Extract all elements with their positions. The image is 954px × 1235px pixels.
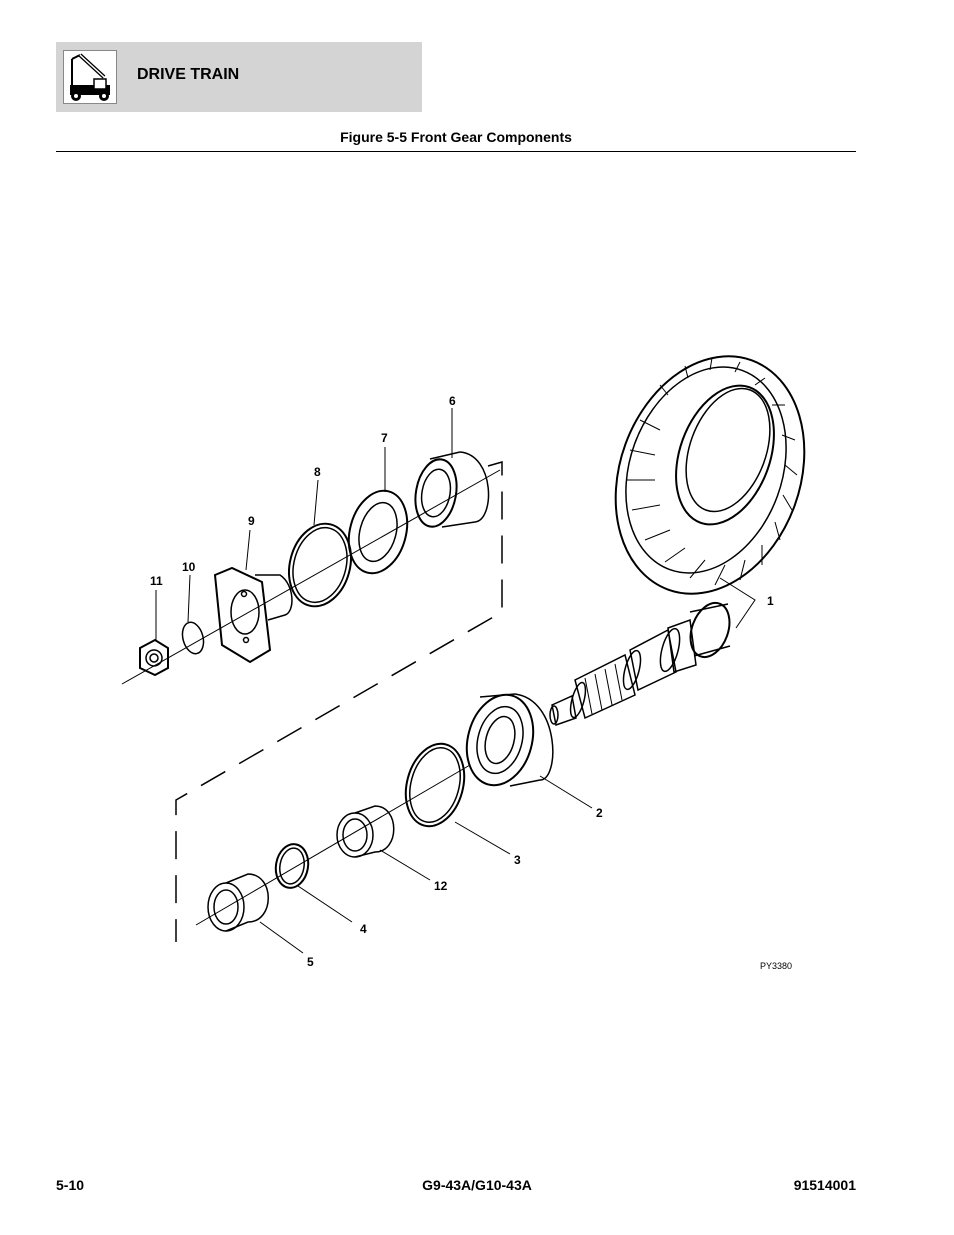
yoke-9 (213, 566, 293, 664)
bearing-cup-7 (347, 489, 409, 575)
pinion-shaft (549, 601, 731, 726)
spacer-8 (288, 522, 352, 608)
callout-7: 7 (381, 431, 388, 445)
ring-4 (274, 843, 310, 889)
section-header: DRIVE TRAIN (56, 42, 422, 112)
model-number: G9-43A/G10-43A (422, 1177, 532, 1193)
document-number: 91514001 (793, 1177, 856, 1193)
dashed-boundary (175, 461, 503, 942)
callout-1: 1 (767, 594, 774, 608)
callout-4: 4 (360, 922, 367, 936)
scissor-lift-icon (63, 50, 117, 104)
callout-12: 12 (434, 879, 448, 893)
callout-3: 3 (514, 853, 521, 867)
callout-9: 9 (248, 514, 255, 528)
callout-6: 6 (449, 394, 456, 408)
bushing-5 (207, 873, 269, 932)
ring-gear (614, 355, 806, 595)
nut-11 (139, 638, 169, 677)
bearing-6 (414, 451, 490, 528)
spacer-12 (336, 805, 395, 858)
callout-2: 2 (596, 806, 603, 820)
callout-8: 8 (314, 465, 321, 479)
front-gear-diagram: 1 2 3 4 5 6 7 8 9 10 11 12 PY3380 (121, 355, 806, 971)
callout-5: 5 (307, 955, 314, 969)
header-rule (56, 151, 856, 152)
callout-10: 10 (182, 560, 196, 574)
page-number: 5-10 (56, 1177, 85, 1193)
shim-3 (404, 742, 466, 828)
callout-11: 11 (150, 574, 163, 588)
bearing-2 (465, 693, 554, 787)
oring-10 (181, 621, 205, 655)
drawing-id: PY3380 (760, 961, 792, 971)
section-title: DRIVE TRAIN (137, 66, 240, 83)
figure-title: Figure 5-5 Front Gear Components (340, 129, 572, 145)
